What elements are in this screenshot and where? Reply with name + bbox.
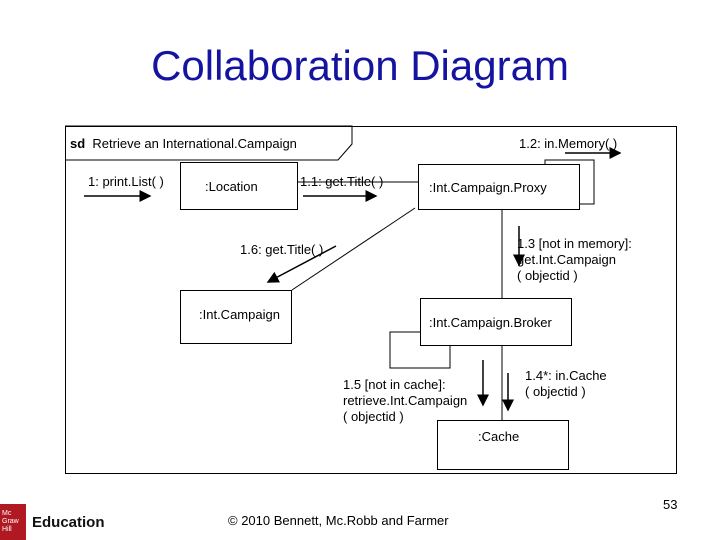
object-int-campaign-proxy[interactable]: :Int.Campaign.Proxy	[418, 164, 580, 210]
arrow-m1-6	[266, 245, 337, 283]
frame-label-sd: sd	[70, 136, 86, 151]
object-location[interactable]: :Location	[180, 162, 298, 210]
object-cache-label: :Cache	[478, 429, 520, 444]
object-int-campaign[interactable]: :Int.Campaign	[180, 290, 292, 344]
proxy-self-link	[544, 159, 595, 205]
interaction-frame	[65, 126, 677, 474]
publisher-logo-text: Education	[32, 513, 105, 531]
message-1-6: 1.6: get.Title( )	[240, 242, 324, 257]
object-campaign-label: :Int.Campaign	[199, 307, 280, 322]
frame-label-name: Retrieve an International.Campaign	[92, 136, 297, 151]
message-1: 1: print.List( )	[88, 174, 164, 189]
object-proxy-label: :Int.Campaign.Proxy	[429, 179, 547, 195]
message-1-3: 1.3 [not in memory]: get.Int.Campaign ( …	[517, 236, 632, 283]
object-cache[interactable]: :Cache	[437, 420, 569, 470]
frame-name-tag	[65, 125, 353, 161]
page-number: 53	[663, 497, 678, 512]
object-broker-label: :Int.Campaign.Broker	[429, 314, 552, 330]
message-1-1: 1.1: get.Title( )	[300, 174, 384, 189]
broker-self-link	[389, 331, 451, 369]
message-1-4: 1.4*: in.Cache ( objectid )	[525, 368, 607, 399]
message-1-2: 1.2: in.Memory( )	[519, 136, 618, 151]
message-1-5: 1.5 [not in cache]: retrieve.Int.Campaig…	[343, 377, 468, 424]
frame-label: sd Retrieve an International.Campaign	[70, 136, 297, 152]
link-proxy-campaign	[291, 207, 416, 291]
object-location-label: :Location	[205, 178, 258, 194]
copyright-footer: © 2010 Bennett, Mc.Robb and Farmer	[228, 513, 449, 528]
slide-title: Collaboration Diagram	[151, 42, 569, 89]
object-int-campaign-broker[interactable]: :Int.Campaign.Broker	[420, 298, 572, 346]
